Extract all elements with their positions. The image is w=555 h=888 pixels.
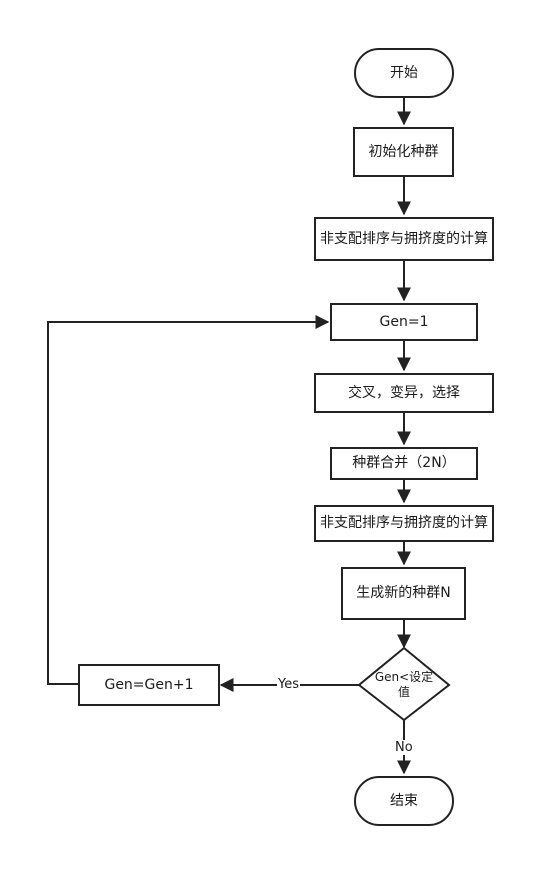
nondominated-sort-label-2: 非支配排序与拥挤度的计算 [320, 515, 488, 531]
start-label: 开始 [390, 64, 418, 81]
no-edge-label: No [394, 740, 414, 755]
merge-population-node: 种群合并（2N） [330, 447, 478, 480]
end-node: 结束 [354, 776, 454, 826]
decision-diamond [357, 646, 451, 722]
nondominated-sort-label-1: 非支配排序与拥挤度的计算 [320, 230, 488, 247]
init-population-label: 初始化种群 [368, 143, 439, 160]
new-population-label: 生成新的种群N [356, 585, 451, 601]
new-population-node: 生成新的种群N [341, 567, 466, 620]
decision-label: Gen<设定值 [374, 670, 434, 699]
increment-gen-node: Gen=Gen+1 [78, 664, 220, 706]
nondominated-sort-node-1: 非支配排序与拥挤度的计算 [314, 217, 494, 261]
gen-init-node: Gen=1 [330, 303, 478, 341]
genetic-ops-node: 交叉，变异，选择 [314, 373, 494, 413]
init-population-node: 初始化种群 [353, 127, 454, 177]
nondominated-sort-node-2: 非支配排序与拥挤度的计算 [314, 505, 494, 542]
start-node: 开始 [354, 48, 454, 98]
end-label: 结束 [390, 792, 418, 809]
merge-population-label: 种群合并（2N） [352, 455, 456, 471]
gen-init-label: Gen=1 [379, 313, 429, 330]
loop-back-line [47, 315, 330, 685]
genetic-ops-label: 交叉，变异，选择 [348, 384, 460, 401]
increment-gen-label: Gen=Gen+1 [104, 676, 194, 693]
yes-edge-label: Yes [277, 677, 300, 692]
